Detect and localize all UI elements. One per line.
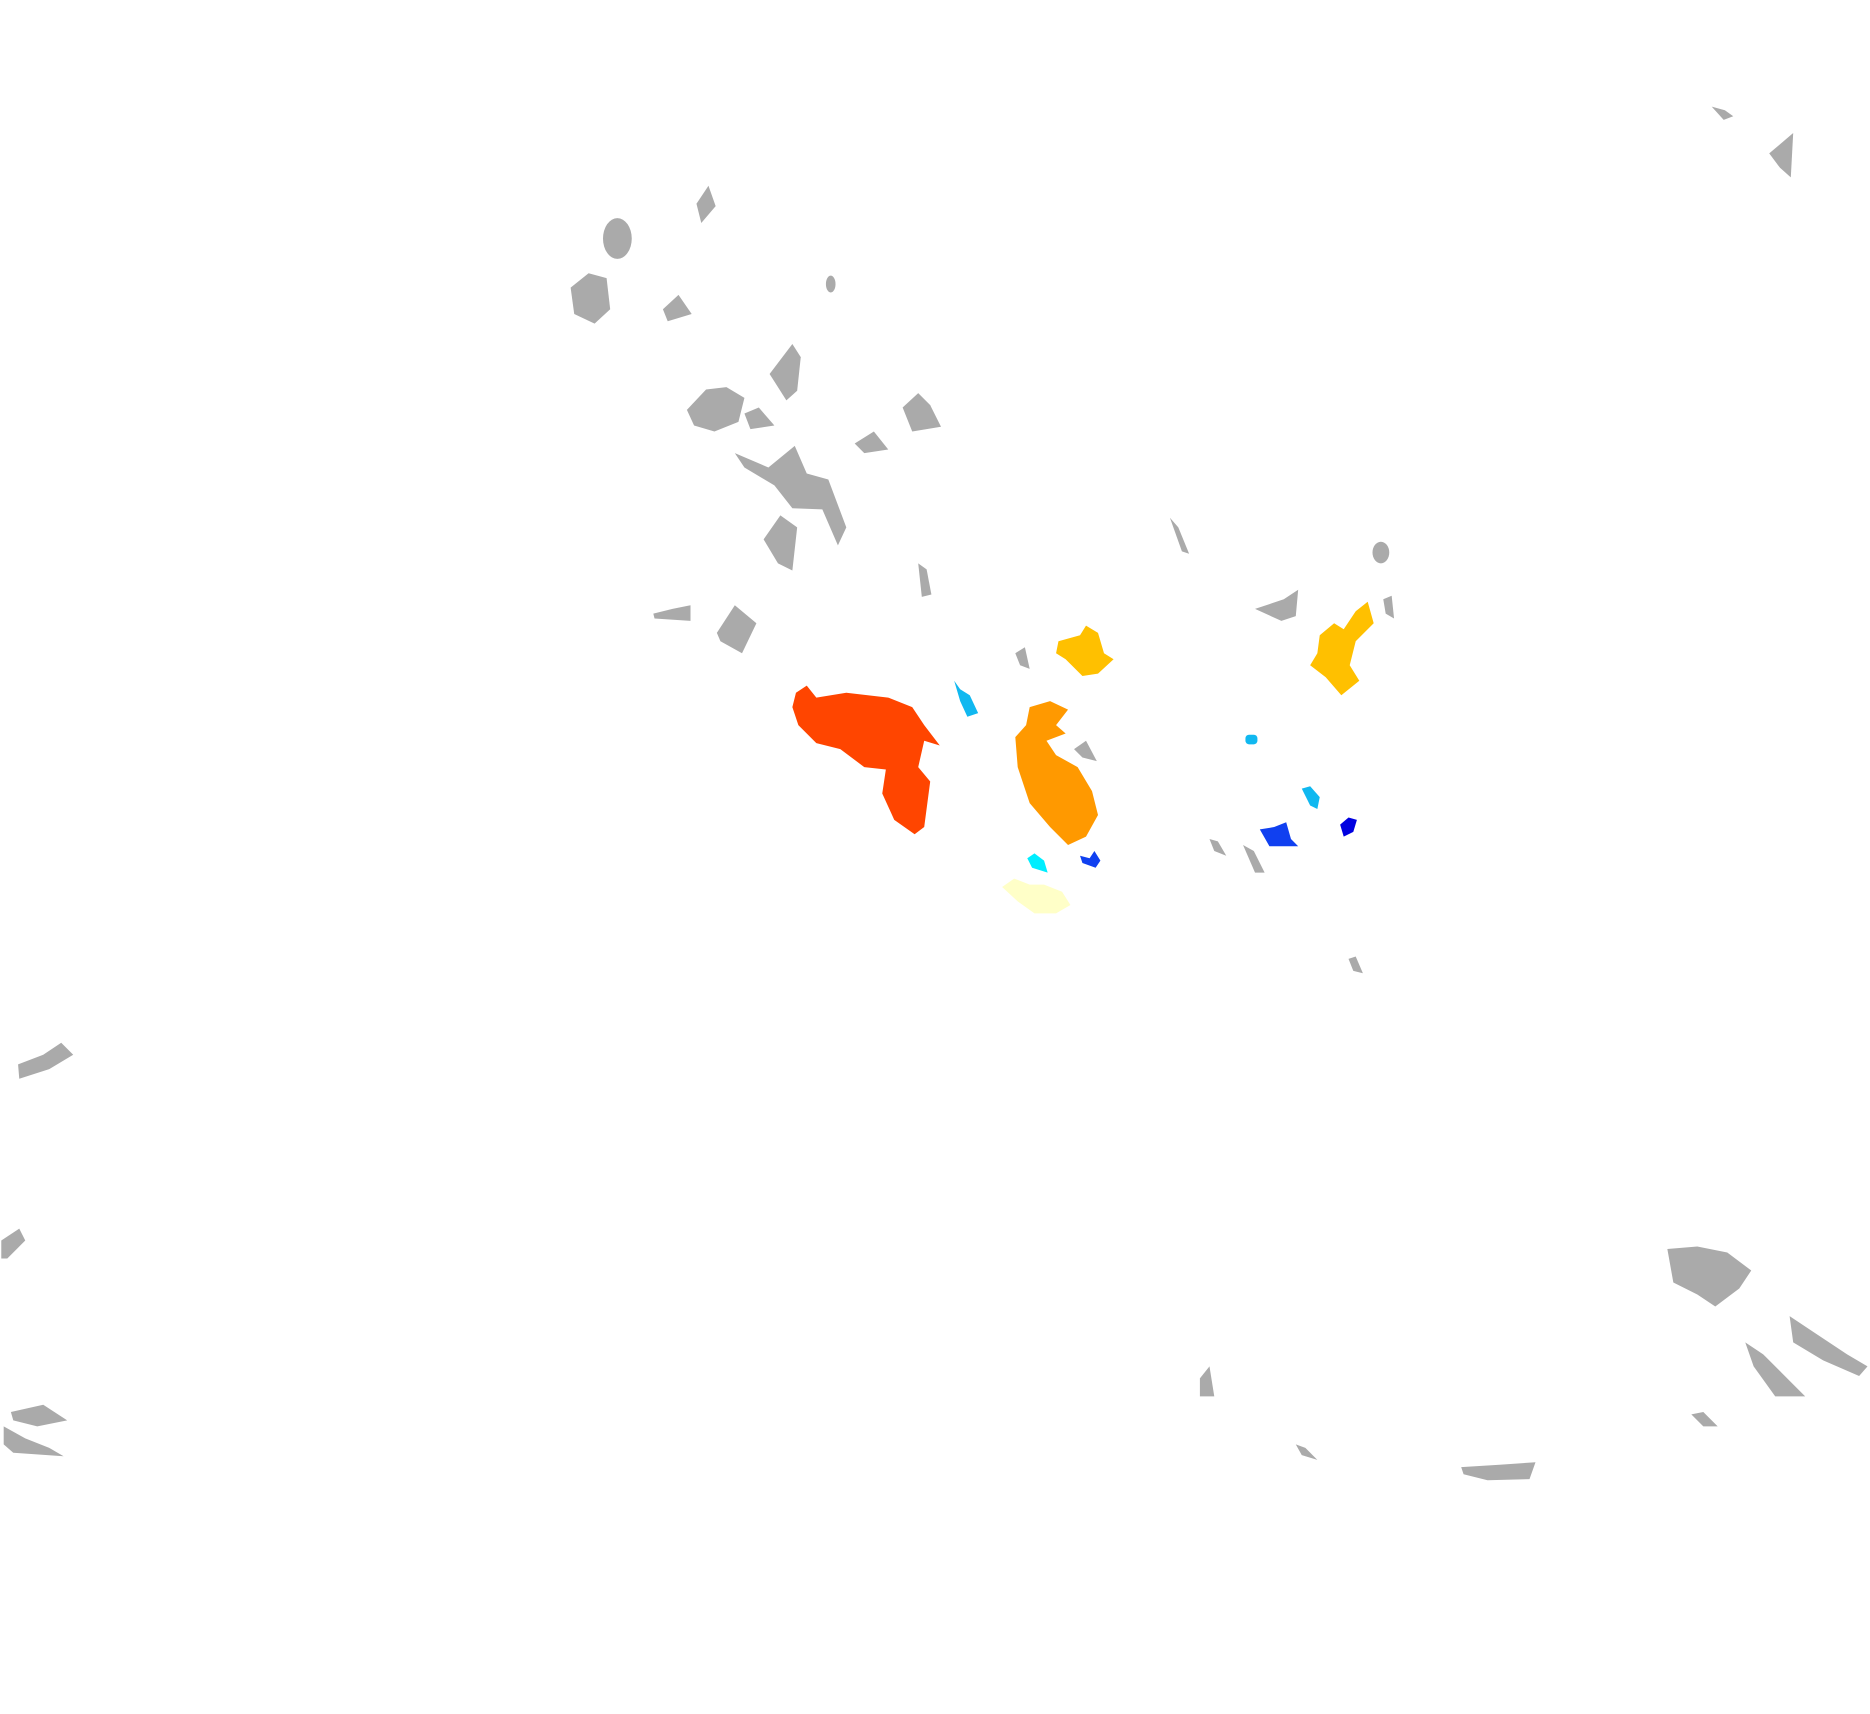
- island: [1372, 541, 1390, 564]
- island: [744, 407, 775, 430]
- island: [570, 273, 611, 324]
- island: [854, 431, 889, 454]
- island: [1074, 740, 1097, 762]
- island: [1015, 701, 1099, 846]
- island: [1789, 1316, 1868, 1376]
- island: [1301, 786, 1320, 810]
- island: [918, 563, 932, 597]
- island: [1340, 817, 1357, 837]
- island: [1667, 1246, 1752, 1307]
- island: [18, 1042, 74, 1079]
- island: [1209, 839, 1227, 856]
- island: [1002, 878, 1071, 914]
- island: [1015, 647, 1030, 669]
- island: [825, 275, 836, 293]
- island: [792, 685, 940, 835]
- island: [1199, 1366, 1215, 1397]
- island: [1383, 595, 1395, 619]
- island: [1769, 133, 1794, 178]
- island: [1243, 845, 1265, 873]
- island: [1169, 517, 1190, 554]
- island: [734, 445, 847, 546]
- island: [696, 185, 716, 223]
- island: [1691, 1411, 1718, 1427]
- island: [1080, 851, 1101, 868]
- island: [902, 393, 941, 432]
- island: [1711, 106, 1734, 120]
- island: [1, 1228, 26, 1259]
- island: [763, 515, 798, 571]
- island: [1259, 822, 1299, 847]
- island: [1461, 1462, 1536, 1481]
- island: [716, 605, 757, 654]
- island: [686, 387, 745, 432]
- island: [653, 605, 691, 621]
- island: [10, 1404, 68, 1427]
- island: [602, 218, 632, 259]
- island: [1295, 1444, 1318, 1460]
- island: [3, 1426, 64, 1457]
- island: [1310, 601, 1374, 696]
- island: [1745, 1342, 1806, 1397]
- island: [662, 294, 692, 322]
- island: [1056, 625, 1114, 677]
- island: [1348, 956, 1363, 974]
- island: [1255, 589, 1299, 621]
- island: [769, 343, 801, 401]
- island: [1027, 853, 1048, 873]
- grey-islands: [1, 106, 1868, 1481]
- island: [954, 680, 979, 717]
- colored-islands: [792, 601, 1374, 914]
- island: [1245, 734, 1258, 745]
